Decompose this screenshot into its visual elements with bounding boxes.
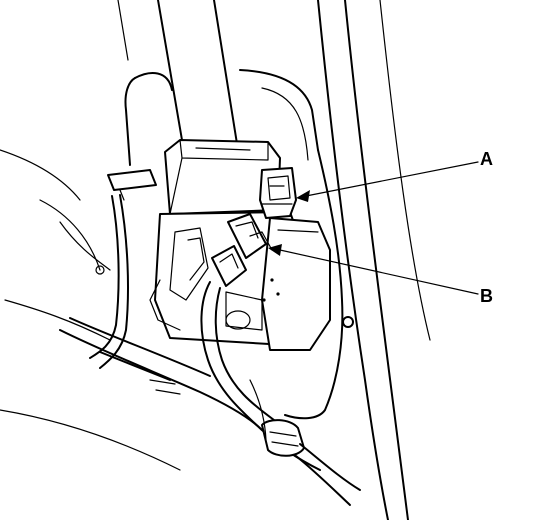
wire-harness xyxy=(59,169,361,506)
leader-lines xyxy=(268,161,479,295)
body-contours xyxy=(0,149,267,471)
connector-a xyxy=(259,167,297,219)
connector-b xyxy=(211,213,273,287)
pillar-frame xyxy=(317,0,431,521)
callout-label-a: A xyxy=(480,149,493,169)
callout-label-b: B xyxy=(480,286,493,306)
trim-panel-outline xyxy=(124,69,354,420)
seat-belt-webbing xyxy=(117,0,239,151)
